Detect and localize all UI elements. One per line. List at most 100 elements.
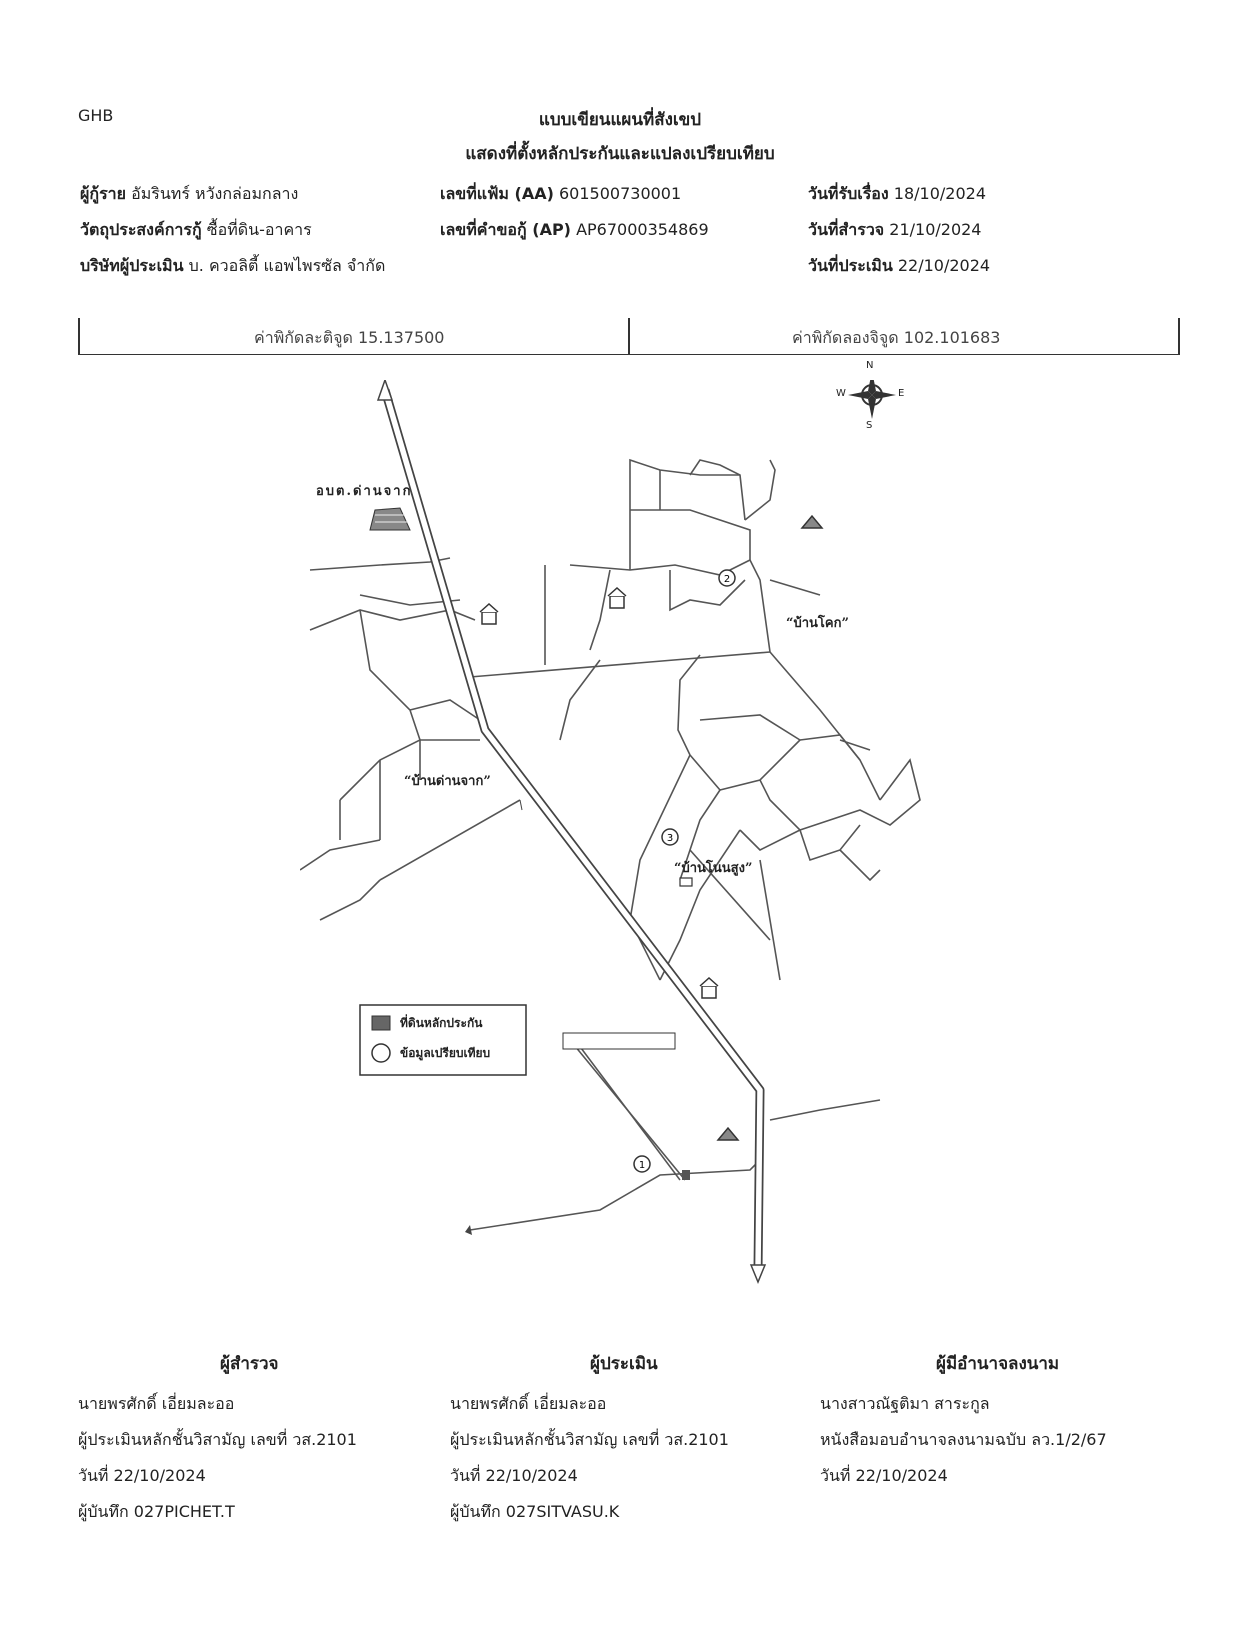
shop-icon [679,877,693,887]
highway-arrow-north [376,377,394,401]
surveyor-name: นายพรศักดิ์ เอี่ยมละออ [78,1394,235,1413]
marker-label-1: 1 [639,1160,645,1171]
road-west-top [309,557,451,571]
label-ban-non-sung: “บ้านโนนสูง” [674,861,753,876]
road-non-sung-5 [759,859,781,981]
appraiser-recorder: ผู้บันทึก 027SITVASU.K [450,1502,620,1521]
road-south-east [769,1099,881,1121]
compass-icon [848,371,896,419]
marker-label-3: 3 [667,833,673,844]
block-n-4 [630,509,751,560]
borrower-label: ผู้กู้ราย [80,184,127,203]
surveyor-heading: ผู้สำรวจ [220,1354,279,1374]
appraise-row: วันที่ประเมิน 22/10/2024 [808,254,990,279]
west-arrow [465,1225,472,1235]
coordinate-divider [628,318,630,354]
school-icon [479,602,499,625]
block-m-9 [799,824,861,862]
marker-label-2: 2 [724,574,730,585]
label-ban-khok: “บ้านโคก” [786,616,849,631]
appraise-value: 22/10/2024 [897,256,991,275]
appraiser-heading: ผู้ประเมิน [590,1354,658,1374]
received-row: วันที่รับเรื่อง 18/10/2024 [808,182,986,207]
survey-value: 21/10/2024 [889,220,982,239]
received-value: 18/10/2024 [893,184,987,203]
highway [376,377,767,1284]
authorized-position: หนังสือมอบอำนาจลงนามฉบับ ลว.1/2/67 [820,1430,1107,1449]
block-m-4 [699,714,801,741]
block-m-8 [839,739,871,751]
purpose-value: ซื้อที่ดิน-อาคาร [206,220,312,239]
compass-n: N [866,360,874,371]
file-no-label: เลขที่แฟ้ม (AA) [440,184,554,203]
borrower-value: อัมรินทร์ หวังกล่อมกลาง [131,184,299,203]
document-title: แบบเขียนแผนที่สังเขป [538,110,702,130]
app-no-label: เลขที่คำขอกู้ (AP) [440,220,571,239]
block-line-3 [339,609,421,801]
block-line-4 [409,699,481,721]
file-no-value: 601500730001 [559,184,682,203]
appraiser-position: ผู้ประเมินหลักชั้นวิสามัญ เลขที่ วส.2101 [450,1430,729,1449]
road-ban-dan-chak [379,799,521,881]
temple-south-icon [716,1126,740,1141]
comparison-circle-2 [718,569,736,587]
health-center-icon [607,586,627,609]
highway-arrow-south [749,1264,767,1284]
road-non-sung-4 [689,849,771,941]
block-line-2 [309,609,476,631]
temple-icon [800,514,824,529]
block-m-1 [677,654,701,756]
block-line-9 [299,839,381,871]
road-ban-khok [469,651,771,678]
surveyor-recorder: ผู้บันทึก 027PICHET.T [78,1502,235,1521]
obt-building-icon [369,507,411,531]
legend-collateral-text: ที่ดินหลักประกัน [400,1016,483,1030]
appraiser-name: นายพรศักดิ์ เอี่ยมละออ [450,1394,607,1413]
authorized-date: วันที่ 22/10/2024 [820,1466,948,1485]
app-no-value: AP67000354869 [576,220,709,239]
borrower-row: ผู้กู้ราย อัมรินทร์ หวังกล่อมกลาง [80,182,298,207]
legend-comparison-swatch [371,1043,391,1063]
surveyor-date: วันที่ 22/10/2024 [78,1466,206,1485]
legend-comparison-text: ข้อมูลเปรียบเทียบ [400,1046,491,1060]
road-non-sung-2 [659,829,741,981]
block-n-9 [669,570,746,612]
highway-mark [519,799,523,811]
compass-e: E [898,388,905,399]
block-line-10 [319,879,381,921]
block-m-10 [839,849,881,882]
authorized-name: นางสาวณัฐติมา สาระกูล [820,1394,990,1413]
map-svg: 2 3 1 [299,371,921,1284]
company-row: บริษัทผู้ประเมิน บ. ควอลิตี้ แอพไพรซัล จ… [80,254,385,279]
block-n-10 [769,579,821,596]
road-south [469,1159,761,1231]
label-ban-dan-chak: “บ้านด่านจาก” [404,774,491,789]
surveyor-position: ผู้ประเมินหลักชั้นวิสามัญ เลขที่ วส.2101 [78,1430,357,1449]
appraiser-date: วันที่ 22/10/2024 [450,1466,578,1485]
appraise-label: วันที่ประเมิน [808,256,893,275]
company-label: บริษัทผู้ประเมิน [80,256,184,275]
collateral-marker [682,1170,690,1180]
block-m-3 [689,739,801,791]
comparison-circle-3 [661,828,679,846]
highway-outer [380,388,765,1271]
authorized-heading: ผู้มีอำนาจลงนาม [936,1354,1060,1374]
file-no-row: เลขที่แฟ้ม (AA) 601500730001 [440,182,681,207]
block-n-8 [749,559,771,653]
purpose-row: วัตถุประสงค์การกู้ ซื้อที่ดิน-อาคาร [80,218,312,243]
legend-box [359,1004,527,1076]
road-non-sung-1 [679,789,721,881]
document-subtitle: แสดงที่ตั้งหลักประกันและแปลงเปรียบเทียบ [465,144,775,164]
org-code: GHB [78,106,114,125]
highway-inner [382,389,763,1271]
block-m-5 [799,734,861,761]
app-no-row: เลขที่คำขอกู้ (AP) AP67000354869 [440,218,709,243]
coordinate-box [78,318,1180,355]
pointer-line-2 [574,1039,681,1181]
received-label: วันที่รับเรื่อง [808,184,889,203]
compass-s: S [866,420,873,431]
label-obt: อบต.ด่านจาก [316,484,413,499]
longitude-text: ค่าพิกัดลองจิจูด 102.101683 [792,328,1001,347]
block-m-2 [559,659,601,741]
latitude-text: ค่าพิกัดละติจูด 15.137500 [254,328,445,347]
